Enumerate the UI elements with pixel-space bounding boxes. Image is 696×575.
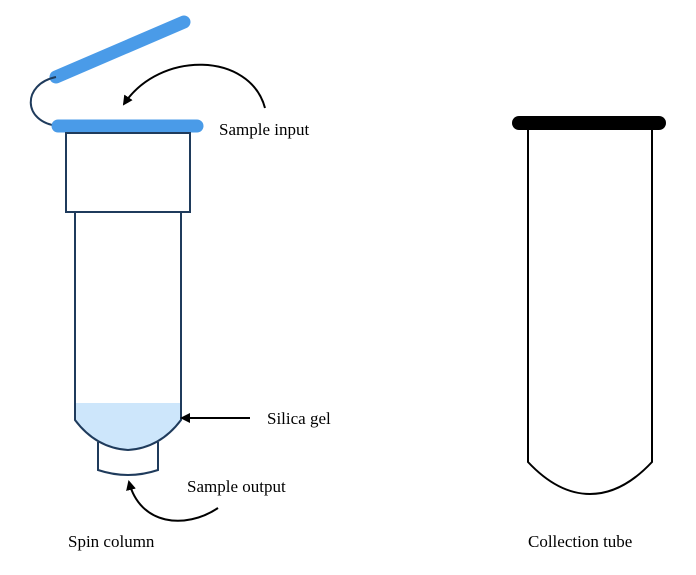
label-collection-tube: Collection tube — [528, 532, 633, 551]
column-body — [74, 212, 182, 452]
column-outlet — [97, 442, 159, 476]
collection-tube-body — [527, 130, 653, 496]
label-sample-output: Sample output — [187, 477, 286, 496]
spin-column-lid — [49, 15, 191, 84]
sample-output-arrow — [126, 480, 219, 522]
silica-gel-bed — [75, 403, 181, 450]
sample-input-arrow — [122, 63, 266, 109]
spin-column — [29, 15, 204, 476]
label-spin-column: Spin column — [68, 532, 155, 551]
lid-hinge — [29, 76, 59, 127]
collection-tube — [512, 116, 666, 496]
column-collar — [65, 132, 191, 213]
label-silica-gel: Silica gel — [267, 409, 331, 428]
label-sample-input: Sample input — [219, 120, 310, 139]
